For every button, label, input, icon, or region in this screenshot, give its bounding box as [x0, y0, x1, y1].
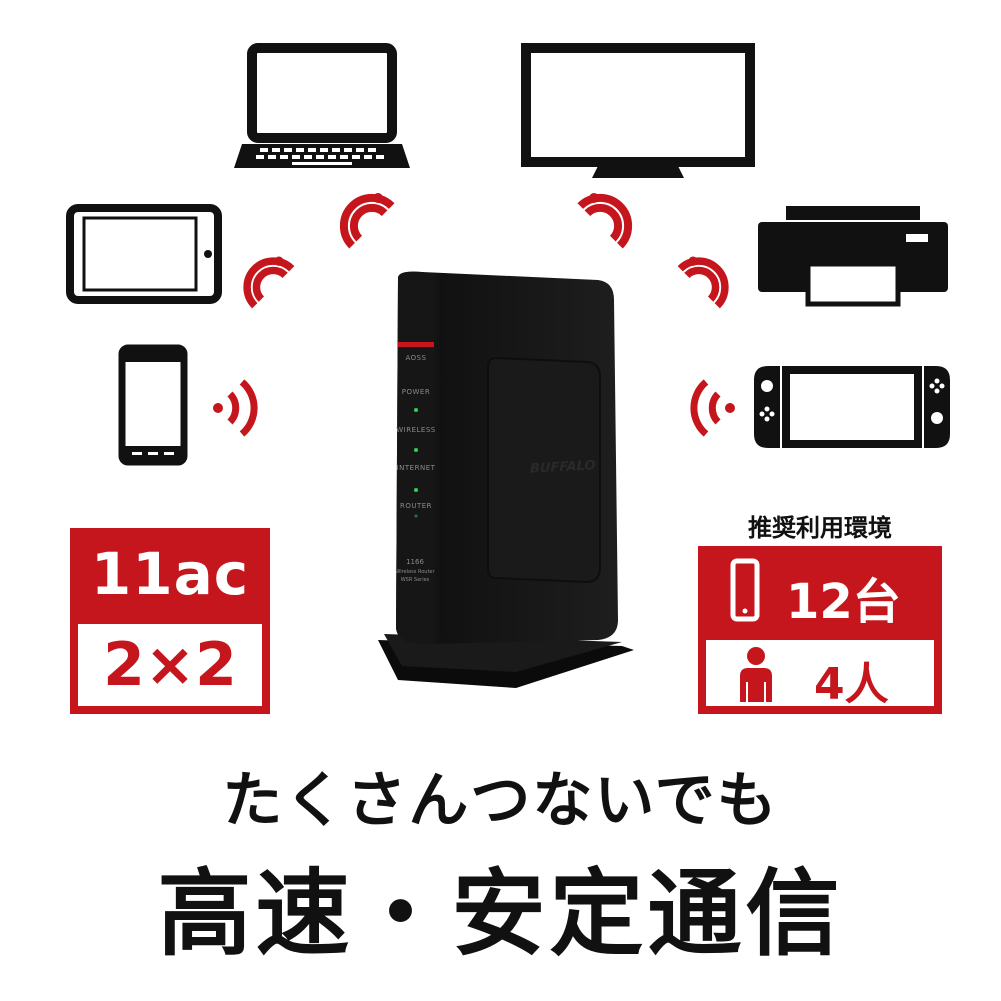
people-count: 4人 — [814, 659, 889, 710]
environment-label: 推奨利用環境 — [748, 514, 892, 542]
wifi-signal-icon — [243, 256, 295, 309]
spec-standard: 11ac — [90, 540, 250, 608]
devices-row: 12台 — [698, 546, 942, 636]
headline: 高速・安定通信 — [157, 860, 844, 969]
router-model-line3: WSR Series — [400, 577, 430, 583]
environment-badge: 12台 4人 — [698, 546, 942, 714]
spec-badge: 11ac 2×2 — [70, 528, 270, 714]
router: AOSS POWER WIRELESS INTERNET ROUTER BUFF… — [378, 268, 638, 690]
led-label-internet: INTERNET — [396, 464, 436, 472]
wifi-signal-icon — [577, 193, 633, 249]
devices-count: 12台 — [786, 574, 901, 630]
tv-icon — [521, 43, 755, 178]
router-body — [378, 271, 634, 688]
printer-icon — [758, 206, 948, 307]
wifi-signal-icon — [690, 379, 735, 437]
led-label-aoss: AOSS — [405, 354, 427, 362]
led-label-power: POWER — [401, 388, 431, 396]
router-model-line1: 1166 — [406, 558, 424, 566]
laptop-icon — [234, 43, 410, 168]
tagline: たくさんつないでも — [222, 766, 779, 836]
led-label-wireless: WIRELESS — [396, 426, 436, 434]
smartphone-icon — [118, 344, 188, 466]
smartphone-icon — [730, 558, 760, 622]
wifi-signal-icon — [213, 379, 258, 437]
wifi-signal-icon — [339, 193, 395, 249]
led-label-router: ROUTER — [399, 502, 433, 510]
game-console-icon — [754, 366, 950, 448]
person-icon — [740, 647, 772, 702]
router-model-line2: Wireless Router — [395, 569, 435, 575]
wifi-signal-icon — [677, 256, 729, 309]
tablet-icon — [66, 204, 222, 304]
people-row: 4人 — [706, 640, 934, 710]
spec-streams: 2×2 — [78, 624, 262, 706]
